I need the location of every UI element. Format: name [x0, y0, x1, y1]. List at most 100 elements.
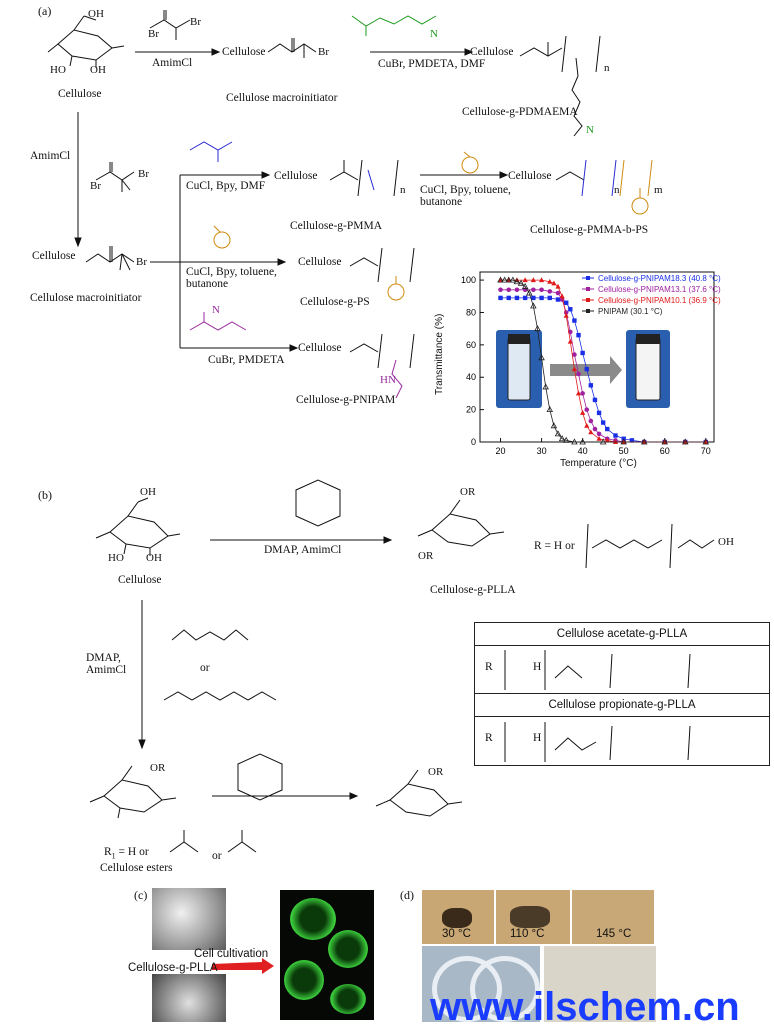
point-3-7 — [525, 289, 533, 296]
point-2-5 — [538, 277, 545, 283]
panel-label-a: (a) — [38, 4, 52, 18]
atrp-pnipam-label: CuBr, PMDETA — [208, 354, 285, 366]
point-3-23 — [681, 438, 689, 445]
y-tick-label-3: 60 — [466, 340, 476, 350]
y-tick-label-5: 100 — [461, 275, 476, 285]
point-2-14 — [580, 410, 586, 415]
point-3-15 — [558, 435, 566, 442]
b-cellulose-label: Cellulose — [118, 574, 162, 586]
point-1-0 — [498, 287, 503, 293]
x-tick-label-0: 20 — [496, 446, 506, 456]
amimcl-label-2: AmimCl — [30, 150, 71, 162]
atrp-ps-label: CuCl, Bpy, toluene, — [186, 266, 277, 278]
panel-label-b: (b) — [38, 488, 52, 502]
cellulose-chain-label-2: Cellulose — [470, 46, 514, 58]
product-pmma-label: Cellulose-g-PMMA — [290, 220, 382, 232]
point-2-9 — [559, 293, 565, 299]
x-tick-label-5: 70 — [701, 446, 711, 456]
point-1-12 — [576, 371, 581, 377]
vial-clear-cap — [508, 334, 530, 344]
vial-clear — [507, 337, 531, 401]
point-0-16 — [596, 410, 602, 416]
b-r1-sub: 1 — [111, 851, 116, 861]
point-3-0 — [497, 276, 504, 283]
br-label-3: Br — [318, 46, 329, 58]
cellulose-chain-label-3: Cellulose — [32, 250, 76, 262]
b-r1-rest: = H or — [115, 846, 149, 858]
point-1-17 — [596, 431, 602, 437]
product-ps-label: Cellulose-g-PS — [300, 296, 370, 308]
point-0-8 — [564, 300, 569, 305]
point-2-10 — [563, 312, 569, 318]
point-3-6 — [521, 282, 529, 289]
point-3-16 — [562, 436, 570, 443]
legend-label-0: Cellulose-g-PNIPAM18.3 (40.8 °C) — [598, 274, 721, 283]
table-header-acetate: Cellulose acetate-g-PLLA — [475, 623, 769, 646]
b-or2-word: or — [212, 850, 222, 862]
point-2-1 — [506, 277, 512, 283]
point-0-14 — [588, 383, 594, 388]
point-3-12 — [546, 405, 554, 413]
br-label-2: Br — [190, 16, 201, 28]
product-pdmaema-label: Cellulose-g-PDMAEMA — [462, 106, 578, 118]
legend-label-1: Cellulose-g-PNIPAM13.1 (37.6 °C) — [598, 285, 721, 294]
sem-image-bottom — [152, 974, 226, 1022]
table-row-acetate: R H — [475, 645, 769, 694]
point-2-12 — [571, 366, 578, 372]
point-3-20 — [620, 438, 627, 445]
point-1-2 — [514, 287, 520, 293]
point-3-19 — [599, 438, 607, 445]
panel-label-c: (c) — [134, 888, 148, 902]
panel-label-d: (d) — [400, 888, 414, 902]
ho-label: HO — [50, 64, 66, 76]
b-amimcl-label: AmimCl — [86, 664, 127, 676]
temp-30: 30 °C — [442, 928, 471, 940]
point-2-3 — [522, 277, 528, 283]
point-1-4 — [531, 287, 536, 293]
b-dmap-label: DMAP, — [86, 652, 121, 664]
point-0-2 — [514, 295, 520, 301]
point-0-0 — [498, 295, 503, 301]
cellulose-chain-label: Cellulose — [222, 46, 266, 58]
point-3-1 — [501, 276, 508, 283]
point-0-21 — [629, 438, 635, 443]
film-image-145: 145 °C — [572, 890, 654, 944]
point-3-5 — [517, 279, 525, 286]
br-label-4: Br — [90, 180, 101, 192]
film-image-30: 30 °C — [422, 890, 494, 944]
point-1-16 — [592, 426, 598, 432]
legend-marker-0 — [586, 276, 590, 280]
b-or2-label: OR — [428, 766, 444, 778]
point-0-6 — [547, 295, 552, 301]
subscript-n-3: n — [614, 184, 620, 196]
oh-label-2: OH — [90, 64, 106, 76]
point-0-5 — [539, 295, 544, 301]
point-3-8 — [530, 302, 537, 309]
point-0-3 — [522, 295, 528, 301]
cellulose-label: Cellulose — [58, 88, 102, 100]
series-line-3 — [500, 279, 706, 443]
point-2-18 — [604, 437, 610, 443]
x-tick-label-1: 30 — [537, 446, 547, 456]
oh-label: OH — [88, 8, 104, 20]
cellulose-chain-label-4: Cellulose — [274, 170, 318, 182]
b-ho-label: HO — [108, 552, 124, 564]
pnipam-hn-label: HN — [380, 374, 396, 386]
point-1-15 — [588, 418, 594, 424]
b-r1-r: R — [104, 846, 112, 858]
chart-xlabel: Temperature (°C) — [560, 458, 637, 469]
br-label-5: Br — [138, 168, 149, 180]
film-image-110: 110 °C — [496, 890, 570, 944]
amimcl-label-1: AmimCl — [152, 57, 193, 69]
point-2-8 — [555, 283, 561, 289]
point-2-17 — [596, 435, 602, 441]
legend-label-3: PNIPAM (30.1 °C) — [598, 307, 663, 316]
temp-110: 110 °C — [510, 928, 545, 940]
transparent-film-image — [544, 946, 656, 1022]
b-or-label: OR — [460, 486, 476, 498]
point-3-2 — [505, 276, 513, 283]
table-h-2: H — [533, 732, 542, 744]
point-2-13 — [575, 390, 582, 396]
